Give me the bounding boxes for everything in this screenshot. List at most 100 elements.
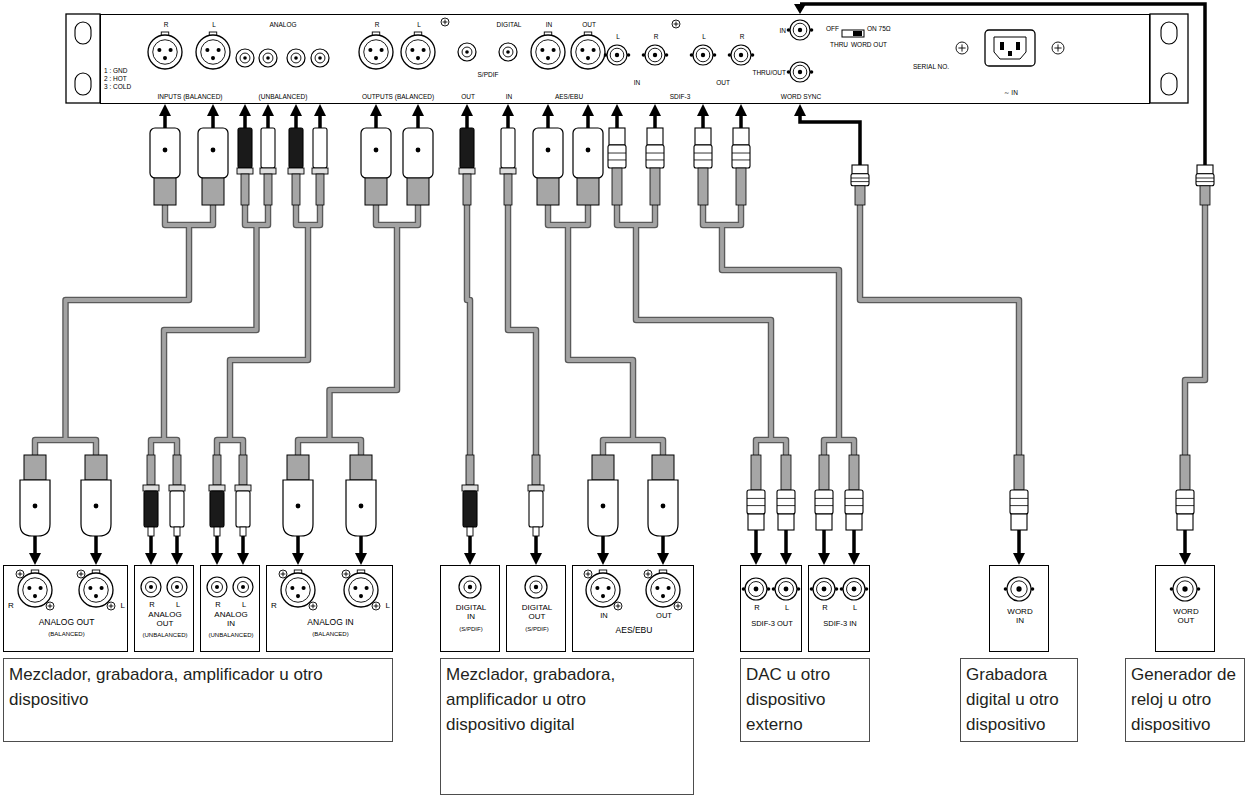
rca-tip xyxy=(240,527,246,536)
xlr-pin xyxy=(580,48,584,52)
xlr-pin xyxy=(359,594,363,598)
bnc-plug xyxy=(747,490,765,514)
rack-hole xyxy=(75,73,91,95)
rca-plug xyxy=(289,128,303,168)
plug-ridge xyxy=(608,153,626,160)
arrow-head xyxy=(649,104,661,116)
plug-sleeve xyxy=(650,168,660,205)
arrow-head xyxy=(597,553,609,565)
rca-jack-inner xyxy=(212,582,223,593)
xlr-pin xyxy=(655,586,659,590)
arrow-head xyxy=(211,553,223,565)
plug-dot xyxy=(661,504,666,509)
arrow-head xyxy=(818,553,830,565)
bnc-plug xyxy=(815,490,833,514)
bnc-jack-pin xyxy=(739,53,743,57)
bnc-jack-pin xyxy=(1182,586,1187,591)
plug-sleeve xyxy=(241,174,249,205)
label-text: L xyxy=(212,21,216,28)
rca-plug xyxy=(529,491,543,527)
arrow-shaft xyxy=(1017,528,1021,554)
arrow-head xyxy=(292,553,304,565)
rca-jack-pin xyxy=(465,50,469,54)
bnc-plug xyxy=(694,145,712,168)
screw-cross xyxy=(374,604,379,609)
label-text: AES/EBU xyxy=(555,93,583,100)
plug-ridge xyxy=(646,153,664,160)
label-text: R xyxy=(822,604,827,612)
xlr-pin xyxy=(380,48,384,52)
plug-sleeve xyxy=(819,455,829,490)
xlr-jack xyxy=(531,35,565,69)
plug-sleeve xyxy=(24,455,46,480)
plug-sleeve xyxy=(466,455,474,485)
xlr-jack xyxy=(196,35,230,69)
rca-jack-inner xyxy=(146,582,157,593)
xlr-pin xyxy=(205,48,209,52)
bnc-plug xyxy=(851,174,869,186)
label-text: (UNBALANCED) xyxy=(142,632,187,639)
plug-ridge xyxy=(694,153,712,160)
rca-tip xyxy=(533,527,539,536)
bnc-ring xyxy=(778,514,794,530)
rca-plug xyxy=(463,491,477,527)
xlr-pin xyxy=(422,48,426,52)
label-text: THRU/OUT xyxy=(752,69,786,76)
label-text: WORD OUT xyxy=(851,41,887,48)
bnc-jack-inner xyxy=(817,582,832,597)
screw xyxy=(16,570,24,578)
device-caption-box: Mezclador, grabadora, amplificador u otr… xyxy=(440,658,694,795)
cable-connector xyxy=(611,104,792,565)
plug-dot xyxy=(374,148,379,153)
xlr-female-plug xyxy=(198,128,228,178)
label-text: L xyxy=(702,33,706,40)
arrow-shaft xyxy=(754,528,758,554)
rca-jack-pin xyxy=(468,585,472,589)
arrow-head xyxy=(542,104,554,116)
rca-plug xyxy=(261,128,275,168)
xlr-jack xyxy=(148,35,182,69)
cable-outline xyxy=(1185,205,1205,455)
bnc-jack-pin xyxy=(798,70,802,74)
screw xyxy=(956,42,968,54)
bnc-jack xyxy=(1007,577,1031,601)
plug-dot xyxy=(163,148,168,153)
caption-text: Mezclador, grabadora, amplificador u otr… xyxy=(446,662,646,737)
xlr-jack-face xyxy=(286,578,310,602)
plug-ring xyxy=(169,485,185,491)
screw xyxy=(46,602,54,610)
device-connector-box: DIGITAL OUT(S/PDIF) xyxy=(506,565,566,652)
plug-sleeve xyxy=(698,168,708,205)
caption-text: Generador de reloj u otro dispositivo xyxy=(1131,662,1239,737)
label-text: R xyxy=(740,33,745,40)
cable xyxy=(860,205,1019,455)
screw-cross xyxy=(586,572,591,577)
plug-sleeve xyxy=(463,174,471,205)
xlr-pin xyxy=(661,594,665,598)
screw xyxy=(77,570,85,578)
xlr-jack xyxy=(571,35,605,69)
arrow-head xyxy=(370,104,382,116)
bnc-plug xyxy=(1010,490,1028,514)
arrow-head xyxy=(735,104,747,116)
xlr-female-plug xyxy=(150,128,180,178)
rca-jack xyxy=(141,577,161,597)
rca-jack-inner xyxy=(263,53,273,63)
xlr-jack xyxy=(401,35,435,69)
plug-ridge xyxy=(747,498,765,505)
label-text: OFF xyxy=(826,25,839,32)
xlr-jack-face xyxy=(576,40,600,64)
label-text: L xyxy=(386,602,390,611)
plug-sleeve xyxy=(532,455,540,485)
bnc-jack-pin xyxy=(653,53,657,57)
xlr-pin xyxy=(169,48,173,52)
bnc-ring xyxy=(609,128,625,145)
rca-tip xyxy=(214,527,220,536)
arrow-head xyxy=(145,553,157,565)
plug-sleeve xyxy=(849,455,859,490)
xlr-male-plug xyxy=(81,480,111,536)
label-text: INPUTS (BALANCED) xyxy=(157,93,222,100)
plug-ridge xyxy=(851,178,869,182)
power-inlet xyxy=(985,30,1035,66)
arrow-head xyxy=(237,553,249,565)
